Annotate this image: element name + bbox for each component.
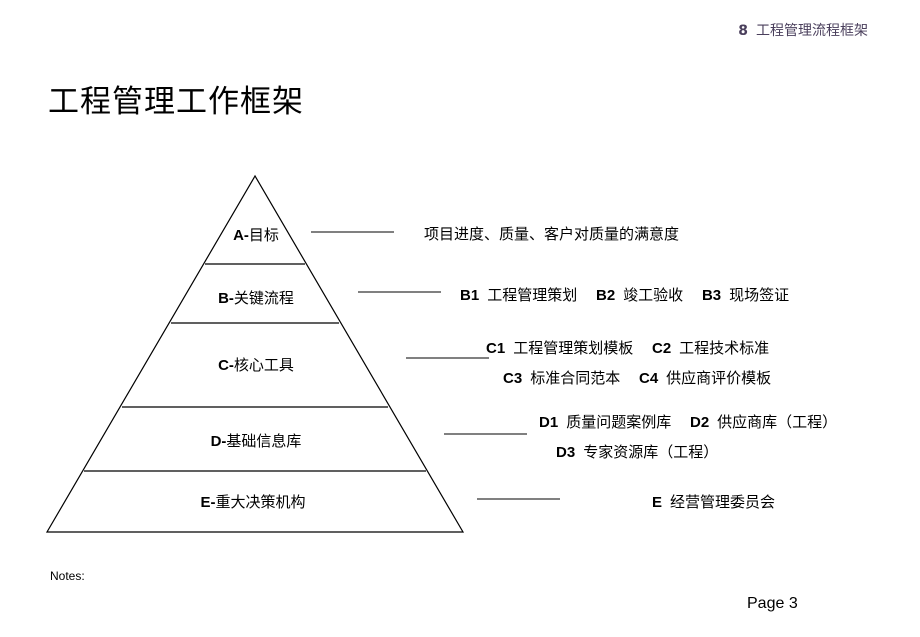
page-number: Page 3 (747, 595, 798, 612)
tier-label-a: A-目标 (233, 226, 279, 244)
pyramid-outline (45, 174, 465, 533)
tier-label-d: D-基础信息库 (210, 432, 302, 450)
page-title: 工程管理工作框架 (48, 84, 304, 120)
tier-label-b: B-关键流程 (218, 289, 294, 307)
section-title: 工程管理流程框架 (756, 23, 868, 39)
description-a: 项目进度、质量、客户对质量的满意度 (424, 225, 680, 243)
section-number: 8 (738, 23, 748, 39)
tier-label-e: E-重大决策机构 (200, 493, 306, 511)
notes-label: Notes: (50, 569, 85, 583)
section-header: 8 工程管理流程框架 (738, 20, 868, 40)
tier-label-c: C-核心工具 (218, 356, 294, 374)
